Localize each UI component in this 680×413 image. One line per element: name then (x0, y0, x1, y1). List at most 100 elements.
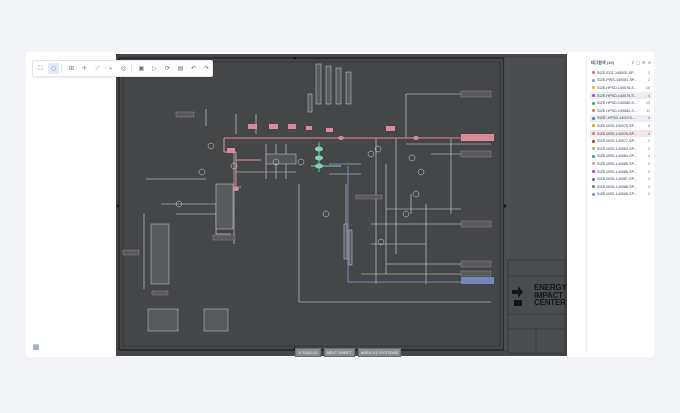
crosshair-icon[interactable]: ✛ (81, 65, 88, 72)
tag-row[interactable]: SIZE-MSS-100075-SP... 8 (590, 122, 652, 130)
toolbar-separator (61, 64, 62, 73)
tag-color-dot (592, 162, 595, 166)
tag-color-dot (592, 109, 595, 113)
tag-row[interactable]: SIZE-MSS-140089-SP... 2 (590, 191, 652, 199)
tag-name: SIZE-HPSD-140079-S... (597, 93, 637, 98)
energy-impact-center-logo: ENERGY IMPACT CENTER (534, 283, 567, 307)
tag-color-dot (592, 139, 595, 143)
tag-count: 2 (647, 184, 650, 189)
tag-row[interactable]: SIZE-MSS-140084-SP... 4 (590, 153, 652, 161)
tag-color-dot (592, 94, 595, 98)
tag-count: 13 (645, 101, 650, 106)
tag-row[interactable]: SIZE-MSS-140088-SP... 2 (590, 183, 652, 191)
tag-name: SIZE-MSS-140084-SP... (597, 154, 637, 159)
node-icon[interactable]: ◎ (120, 65, 127, 72)
pid-drawing-canvas[interactable]: ENERGY IMPACT CENTER (116, 54, 567, 356)
tag-row[interactable]: SIZE-HPSD-140080-S... 13 (590, 99, 652, 107)
play-icon[interactable]: ▷ (152, 65, 157, 72)
tag-row[interactable]: SIZE-MSS-140077-SP... 1 (590, 137, 652, 145)
tag-panel: 태그탐색 (19) ⚲ ▢ ⚙ ⊖ SIZE-EG1-140000-SP... 2… (586, 56, 652, 352)
tag-color-dot (592, 147, 595, 151)
tag-count: 4 (647, 131, 650, 136)
tag-row[interactable]: SIZE-MSS-140086-SP... 2 (590, 168, 652, 176)
tag-row[interactable]: SIZE-PWS-140081-SP... 2 (590, 77, 652, 85)
tag-count: 2 (647, 177, 650, 182)
tag-count: 4 (647, 116, 650, 121)
tag-panel-title: 태그탐색 (19) (591, 59, 614, 65)
tag-name: SIZE-MSS-140085-SP... (597, 161, 637, 166)
tag-name: SIZE-MSS-140089-SP... (597, 192, 637, 197)
tag-name: SIZE-HPSD-140078-S... (597, 85, 637, 90)
tag-color-dot (592, 86, 595, 90)
tag-color-dot (592, 177, 595, 181)
sheet-tab-2[interactable]: NEXT SHEET (323, 348, 355, 357)
tag-color-dot (592, 192, 595, 196)
document-icon[interactable]: ▦ (32, 343, 40, 351)
tag-name: SIZE-MSS-140077-SP... (597, 139, 637, 144)
pid-drawing (116, 57, 566, 354)
tag-count: 2 (647, 161, 650, 166)
tag-color-dot (592, 78, 595, 82)
tag-count: 2 (647, 169, 650, 174)
sheet-tabs: 1/ P&ID-01 NEXT SHEET AREA 1/2 SYSTEMS (295, 348, 402, 357)
tag-color-dot (592, 101, 595, 105)
drawing-toolbar: ⛶ ◌ ⊞ ✛ ⟋ ⌁ ◎ ▣ ▷ ⟳ ▤ ↶ ↷ (32, 60, 213, 77)
polyline-icon[interactable]: ⌁ (108, 65, 113, 72)
tag-count: 4 (647, 93, 650, 98)
tag-color-dot (592, 170, 595, 174)
layers-icon[interactable]: ▤ (177, 65, 184, 72)
toolbar-separator (131, 64, 132, 73)
tag-name: SIZE-PWS-140081-SP... (597, 78, 638, 83)
tag-count: 4 (647, 154, 650, 159)
tag-name: SIZE-EG1-140000-SP... (597, 70, 637, 75)
tag-name: SIZE-HPSD-140082-S... (597, 108, 637, 113)
tag-color-dot (592, 154, 595, 158)
tag-row[interactable]: SIZE-EG1-140000-SP... 2 (590, 69, 652, 77)
tag-color-dot (592, 71, 595, 75)
tag-count: 1 (647, 139, 650, 144)
filter-icon[interactable]: ⚲ (631, 60, 635, 65)
undo-icon[interactable]: ↶ (190, 65, 197, 72)
tag-row[interactable]: SIZE-HPSD-140078-S... 10 (590, 84, 652, 92)
tag-row[interactable]: SIZE-HPSD-140079-S... 4 (590, 91, 652, 100)
tag-row[interactable]: SIZE-MSS-140083-SP... 2 (590, 145, 652, 153)
tag-count: 2 (647, 146, 650, 151)
tag-count: 8 (647, 123, 650, 128)
tag-name: SIZE-MSS-140076-SP... (597, 131, 637, 136)
tag-row[interactable]: SIZE-MSS-140085-SP... 2 (590, 160, 652, 168)
sheet-tab-3[interactable]: AREA 1/2 SYSTEMS (357, 348, 402, 357)
tag-name: SIZE-MSS-100075-SP... (597, 123, 637, 128)
rotate-icon[interactable]: ⟳ (164, 65, 171, 72)
settings-icon[interactable]: ⚙ (642, 60, 646, 65)
tag-row[interactable]: SIZE-MSS-140087-SP... 2 (590, 175, 652, 183)
tag-color-dot (592, 116, 595, 120)
tag-name: SIZE*-HPSD-140079-... (597, 116, 636, 121)
tag-row[interactable]: SIZE*-HPSD-140079-... 4 (590, 114, 652, 123)
tag-row[interactable]: SIZE-HPSD-140082-S... 11 (590, 107, 652, 115)
tag-color-dot (592, 124, 595, 128)
tag-count: 2 (647, 192, 650, 197)
tag-count: 11 (646, 108, 650, 113)
tag-name: SIZE-HPSD-140080-S... (597, 101, 637, 106)
tag-count: 2 (647, 78, 650, 83)
frame-icon[interactable]: ▣ (138, 65, 145, 72)
square-icon[interactable]: ▢ (636, 60, 641, 65)
redo-icon[interactable]: ↷ (203, 65, 210, 72)
tag-color-dot (592, 185, 595, 189)
grid-icon[interactable]: ⊞ (68, 65, 75, 72)
select-box-icon[interactable]: ⛶ (38, 64, 43, 72)
sheet-tab-1[interactable]: 1/ P&ID-01 (295, 348, 321, 357)
close-icon[interactable]: ⊖ (647, 60, 651, 65)
line-icon[interactable]: ⟋ (95, 64, 100, 72)
tag-count: 2 (647, 70, 650, 75)
tag-name: SIZE-MSS-140087-SP... (597, 177, 637, 182)
tag-name: SIZE-MSS-140088-SP... (597, 184, 637, 189)
lasso-icon[interactable]: ◌ (48, 63, 59, 74)
tag-panel-header: 태그탐색 (19) ⚲ ▢ ⚙ ⊖ (591, 59, 651, 66)
tag-name: SIZE-MSS-140086-SP... (597, 169, 637, 174)
tag-row[interactable]: SIZE-MSS-140076-SP... 4 (590, 129, 652, 138)
tag-name: SIZE-MSS-140083-SP... (597, 146, 637, 151)
tag-color-dot (592, 132, 595, 136)
tag-count: 10 (645, 85, 650, 90)
